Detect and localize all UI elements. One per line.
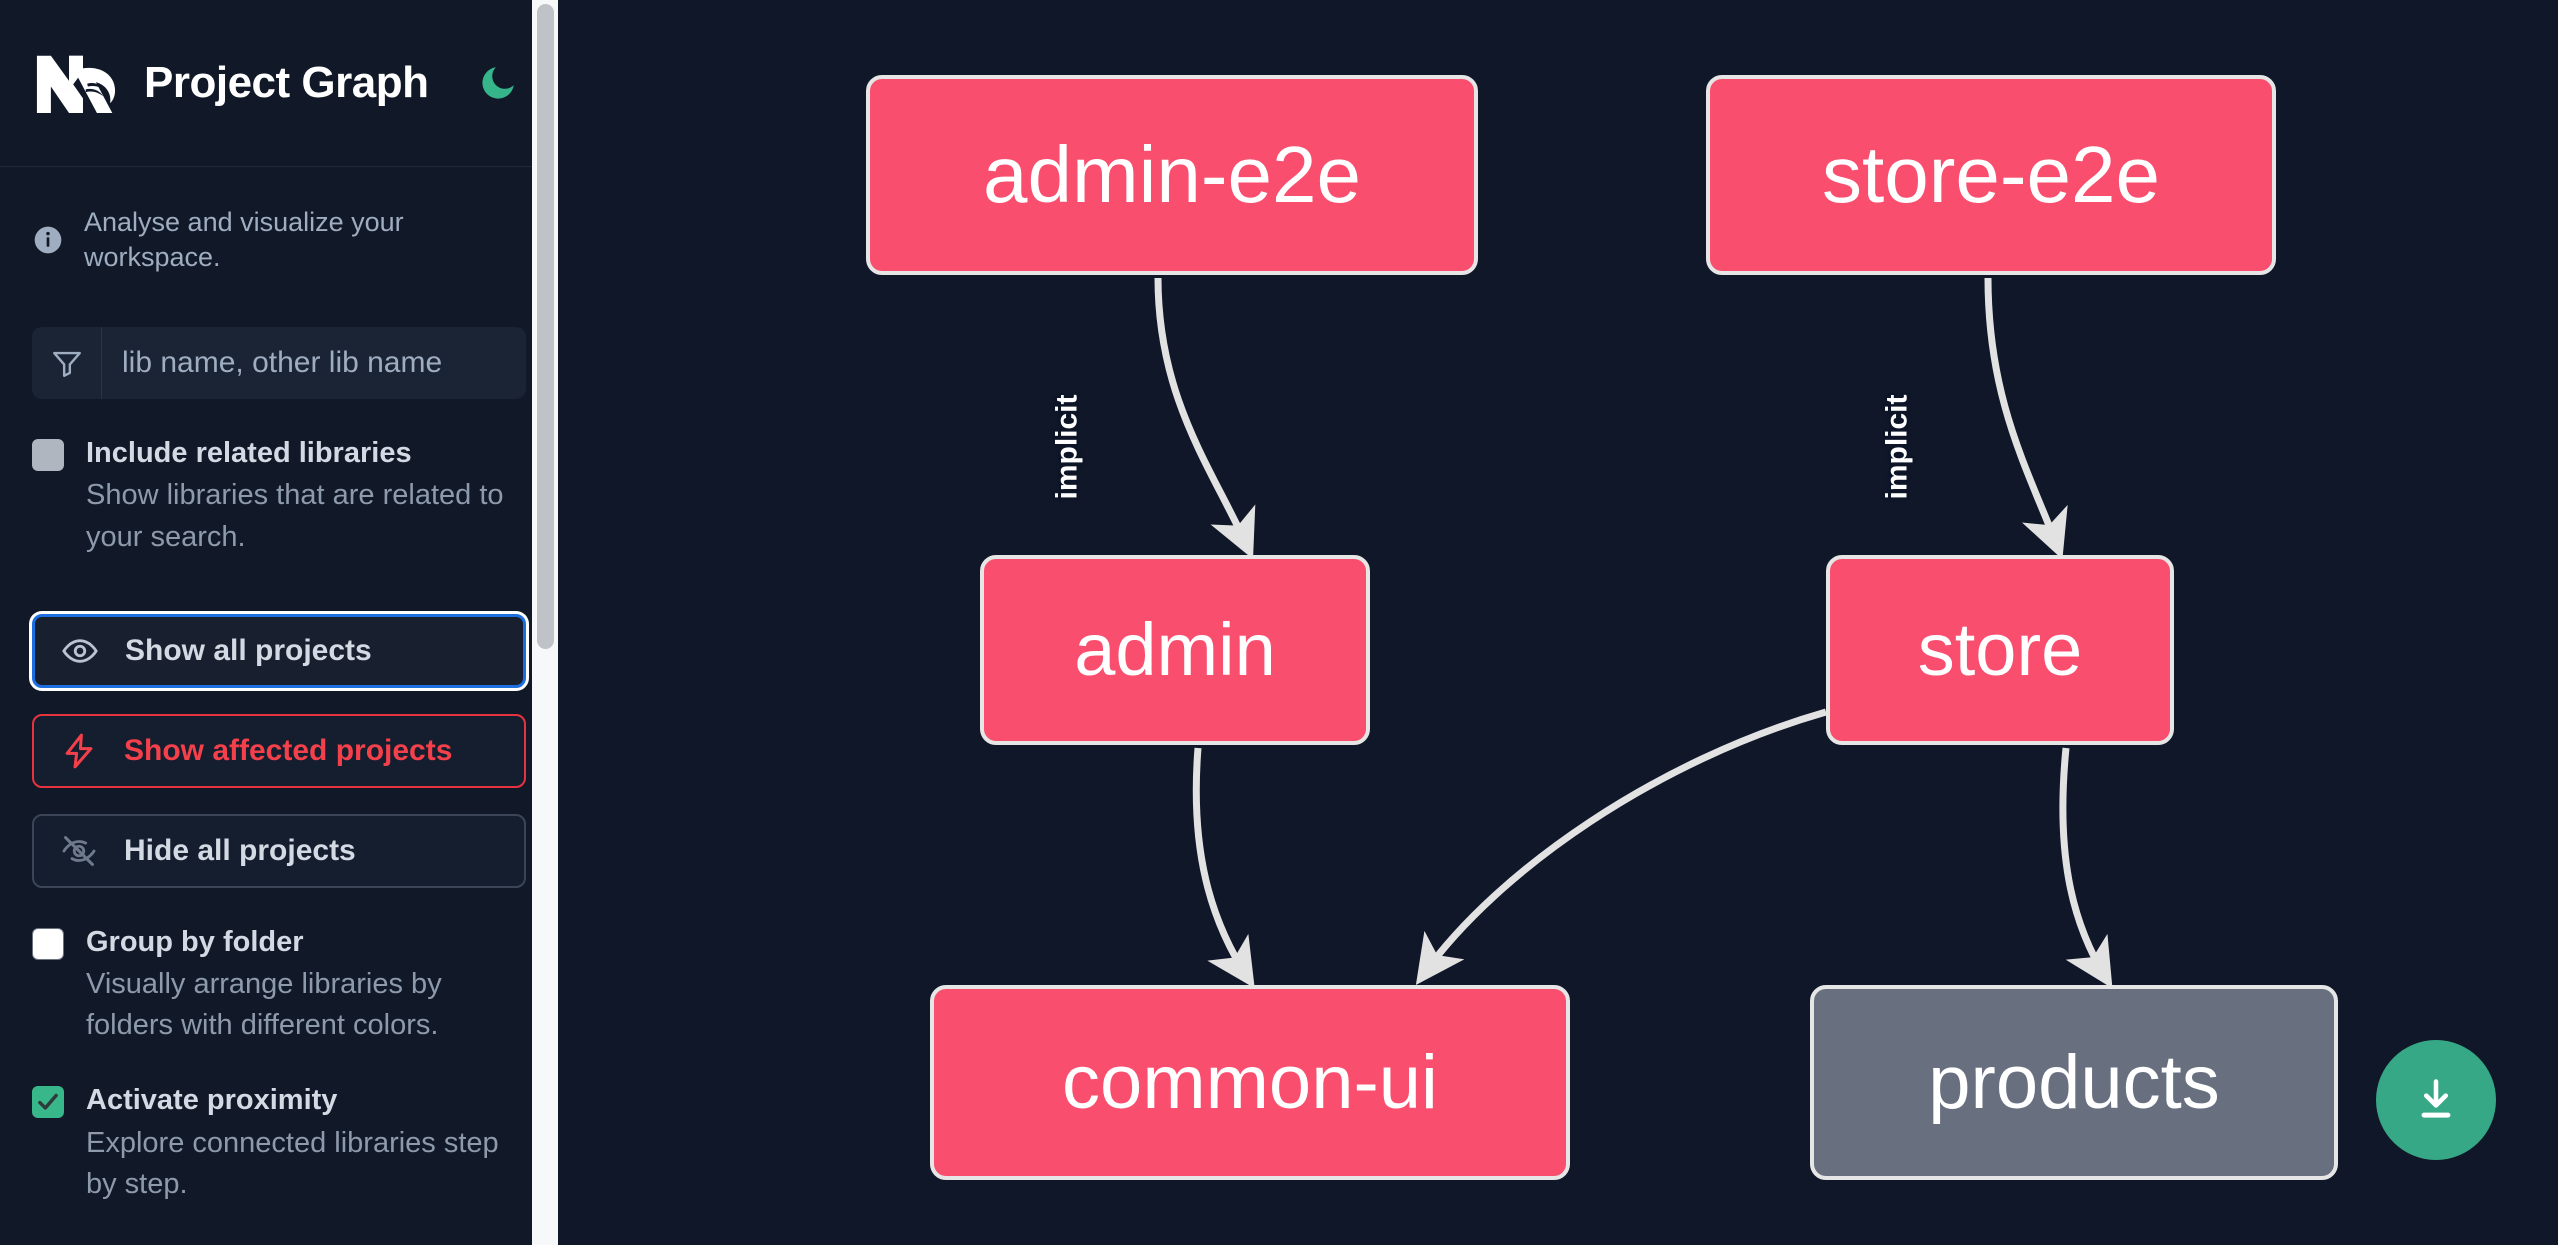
include-related-libraries-checkbox[interactable]	[32, 439, 64, 472]
info-icon	[34, 226, 62, 254]
graph-node-label: admin-e2e	[982, 130, 1361, 219]
graph-node-admin[interactable]: admin	[980, 555, 1370, 745]
eye-icon	[62, 639, 98, 663]
filter-icon	[32, 327, 102, 400]
group-by-folder-description: Visually arrange libraries by folders wi…	[86, 968, 442, 1042]
edge-store-to-common-ui	[1415, 708, 1827, 985]
sidebar-scrollbar[interactable]	[532, 0, 558, 1245]
graph-node-common-ui[interactable]: common-ui	[930, 985, 1570, 1180]
search-input[interactable]	[102, 327, 526, 400]
action-buttons: Show all projects Show affected projects…	[32, 613, 526, 888]
graph-canvas[interactable]: admin-e2e store-e2e admin store common-ui pro…	[558, 0, 2558, 1245]
info-banner: Analyse and visualize your workspace.	[32, 167, 526, 275]
moon-icon-glyph	[482, 67, 515, 99]
edge-store-to-products	[2059, 747, 2113, 989]
moon-icon[interactable]	[476, 61, 520, 105]
graph-node-store-e2e[interactable]: store-e2e	[1706, 75, 2276, 275]
graph-node-label: admin	[1074, 608, 1276, 691]
check-icon	[38, 1094, 58, 1111]
activate-proximity-row[interactable]: Activate proximity Explore connected lib…	[32, 1082, 526, 1205]
eye-slash-icon	[62, 835, 96, 866]
graph-node-store[interactable]: store	[1826, 555, 2174, 745]
graph-node-label: products	[1928, 1039, 2220, 1125]
edge-admin-to-common-ui	[1192, 747, 1255, 989]
hide-all-projects-button[interactable]: Hide all projects	[32, 813, 526, 888]
graph-node-label: store	[1917, 608, 2083, 691]
show-affected-projects-label: Show affected projects	[124, 733, 453, 767]
download-icon	[2421, 1079, 2451, 1118]
edge-store-e2e-to-store	[1984, 277, 2068, 560]
graph-edges	[1154, 277, 2113, 989]
group-by-folder-row[interactable]: Group by folder Visually arrange librari…	[32, 924, 526, 1047]
info-text: Analyse and visualize your workspace.	[84, 207, 404, 273]
sidebar-header: Project Graph	[0, 0, 558, 166]
nx-logo	[36, 55, 116, 113]
include-related-libraries-label: Include related libraries	[86, 437, 412, 470]
graph-node-label: common-ui	[1062, 1039, 1438, 1125]
header-divider	[0, 166, 558, 167]
graph-node-products[interactable]: products	[1810, 985, 2338, 1180]
include-related-libraries-row[interactable]: Include related libraries Show libraries…	[32, 435, 526, 558]
show-affected-projects-button[interactable]: Show affected projects	[32, 713, 526, 788]
graph-node-admin-e2e[interactable]: admin-e2e	[866, 75, 1478, 275]
filter-icon-glyph	[52, 352, 81, 378]
activate-proximity-description: Explore connected libraries step by step…	[86, 1126, 499, 1200]
edge-admin-e2e-to-admin	[1154, 277, 1256, 560]
group-by-folder-label: Group by folder	[86, 925, 304, 958]
show-all-projects-button[interactable]: Show all projects	[32, 613, 526, 688]
sidebar: Project Graph Analyse and visualize your…	[0, 0, 558, 1245]
lightning-bolt-icon	[65, 733, 93, 769]
page-title: Project Graph	[144, 58, 429, 107]
sidebar-scrollbar-thumb[interactable]	[537, 4, 554, 649]
show-all-projects-label: Show all projects	[125, 633, 372, 667]
group-by-folder-checkbox[interactable]	[32, 927, 64, 960]
activate-proximity-label: Activate proximity	[86, 1084, 338, 1117]
include-related-libraries-description: Show libraries that are related to your …	[86, 479, 504, 553]
sidebar-body: Analyse and visualize your workspace. In…	[0, 167, 558, 1245]
hide-all-projects-label: Hide all projects	[124, 833, 356, 867]
download-graph-button[interactable]	[2376, 1040, 2496, 1160]
search-box[interactable]	[32, 327, 526, 400]
activate-proximity-checkbox[interactable]	[32, 1086, 64, 1119]
graph-node-label: store-e2e	[1822, 130, 2160, 219]
